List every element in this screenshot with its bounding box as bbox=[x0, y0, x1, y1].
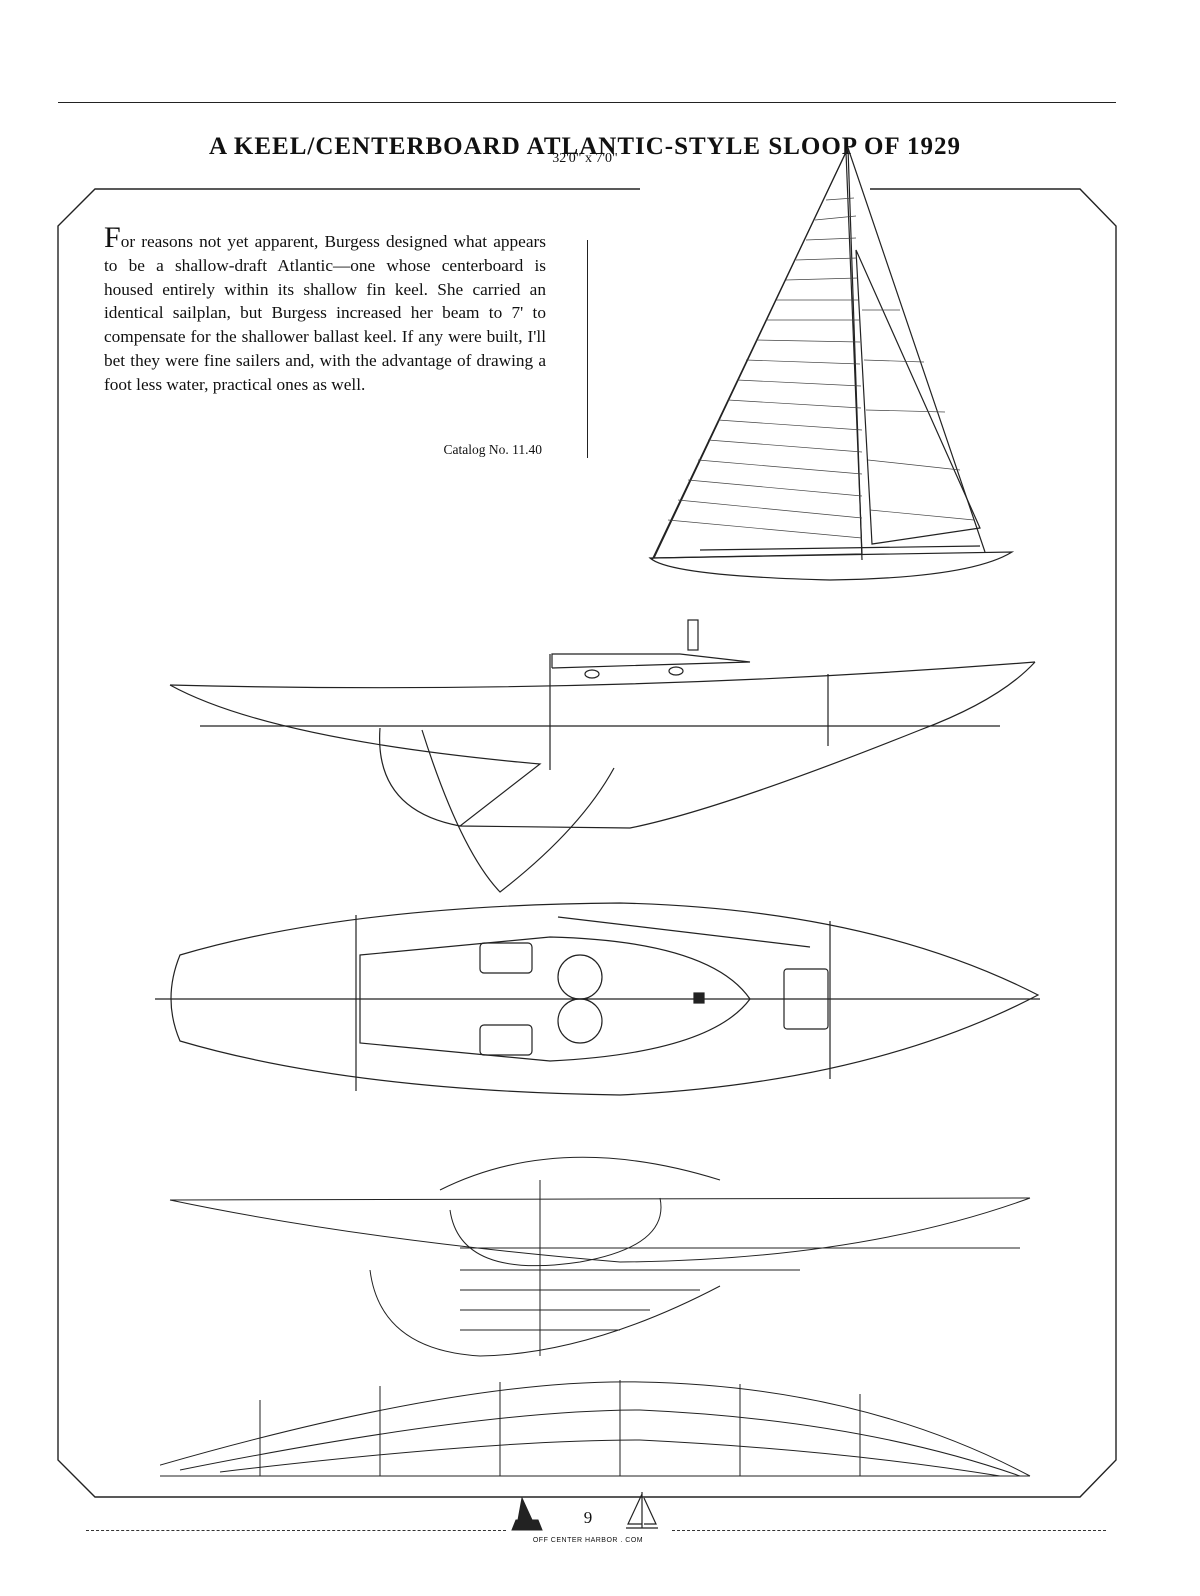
boat-dimensions: 32'0" x 7'0" bbox=[552, 151, 618, 166]
deck-plan-drawing bbox=[155, 902, 1040, 1096]
article-body: or reasons not yet apparent, Burgess des… bbox=[104, 232, 546, 394]
column-divider bbox=[587, 240, 588, 458]
sailboat-logo-icon bbox=[626, 1492, 658, 1529]
catalog-number: Catalog No. 11.40 bbox=[443, 442, 543, 457]
hull-profile-drawing bbox=[169, 619, 1036, 893]
footer-rule-right bbox=[672, 1530, 1106, 1531]
lines-plan-drawing bbox=[160, 1156, 1031, 1477]
page-number: 9 bbox=[583, 1508, 593, 1527]
sail-plan-drawing bbox=[648, 147, 1015, 581]
website-url[interactable]: OFF CENTER HARBOR . COM bbox=[532, 1537, 644, 1544]
top-rule bbox=[58, 102, 1116, 103]
drop-cap: F bbox=[104, 221, 121, 254]
article-text: For reasons not yet apparent, Burgess de… bbox=[104, 223, 546, 397]
boat-logo-icon bbox=[511, 1496, 543, 1531]
footer-rule-left bbox=[86, 1530, 506, 1531]
page-title: A KEEL/CENTERBOARD ATLANTIC-STYLE SLOOP … bbox=[208, 132, 961, 160]
